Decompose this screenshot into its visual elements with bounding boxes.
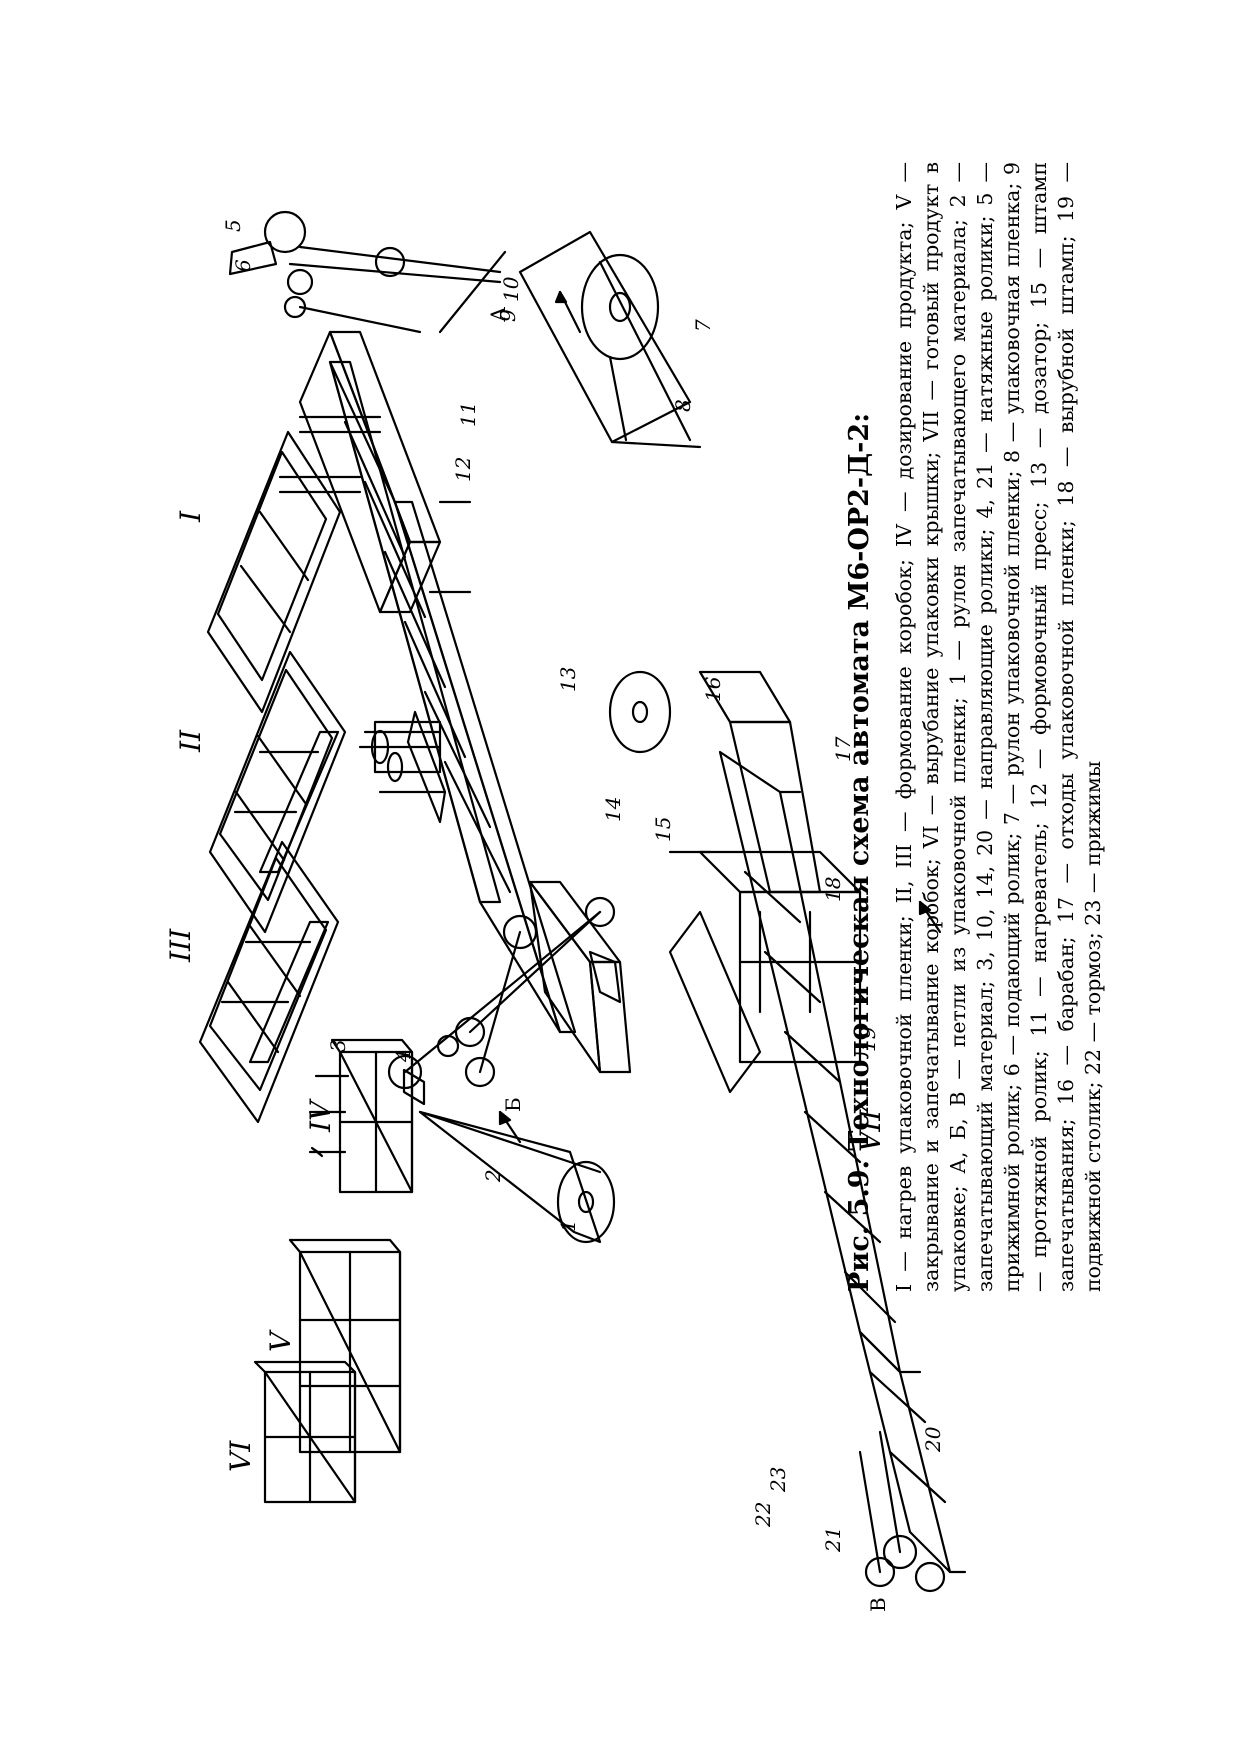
sealing-material-1-2 [402, 1068, 616, 1244]
stage-iv-dosing [308, 1038, 414, 1194]
label-21: 21 [821, 1527, 845, 1553]
label-10: 10 [499, 276, 523, 302]
stage-ii-box-forming [208, 650, 347, 934]
label-16: 16 [701, 676, 725, 702]
drum-16 [608, 670, 672, 754]
mobile-table-19 [668, 910, 762, 1094]
caption-legend: I — нагрев упаковочной пленки; II, III —… [892, 162, 1105, 1292]
caption-title: Рис. 5.9. Технологическая схема автомата… [844, 412, 875, 1292]
label-2: 2 [481, 1169, 505, 1183]
label-4: 4 [391, 1049, 415, 1063]
label-v: В [866, 1597, 890, 1612]
waste-conveyor-17 [698, 670, 822, 894]
stage-label-iii: III [164, 928, 197, 963]
label-6: 6 [231, 259, 255, 272]
label-9: 9 [496, 309, 520, 322]
label-12: 12 [451, 457, 475, 482]
stage-iii-box-forming [198, 840, 340, 1124]
stage-label-ii: II [174, 729, 207, 753]
stage-label-i: I [174, 510, 207, 523]
label-5: 5 [221, 219, 245, 232]
packaging-film-8 [438, 230, 692, 444]
label-a: А [486, 307, 510, 322]
label-20: 20 [921, 1426, 945, 1453]
stage-i-film-heating [206, 430, 342, 714]
label-15: 15 [651, 817, 675, 842]
label-17: 17 [831, 736, 855, 762]
label-7: 7 [691, 319, 715, 332]
label-1: 1 [556, 1219, 580, 1232]
stage-label-vi: VI [224, 1440, 257, 1472]
brake-and-end-rollers [858, 1430, 946, 1593]
label-18: 18 [821, 877, 845, 902]
figure-caption: Рис. 5.9. Технологическая схема автомата… [843, 162, 1107, 1292]
stage-vi-lid-cutting [253, 1360, 357, 1504]
label-11: 11 [456, 402, 480, 427]
feed-rollers-top [228, 210, 502, 334]
lower-conveyor [718, 750, 967, 1574]
heater-press-11-12 [278, 330, 442, 614]
letter-labels: А Б В [486, 307, 890, 1612]
label-3: 3 [326, 1039, 350, 1052]
label-22: 22 [751, 1502, 775, 1528]
stage-label-vii: VII [854, 1109, 887, 1152]
number-labels: 1 2 3 4 5 6 7 8 9 10 11 12 13 14 15 16 1… [221, 219, 945, 1553]
arrows [428, 290, 942, 1144]
doser-13 [358, 710, 447, 824]
label-13: 13 [556, 667, 580, 692]
label-23: 23 [766, 1467, 790, 1493]
stage-label-v: V [264, 1329, 297, 1352]
label-19: 19 [856, 1026, 880, 1052]
sealing-rollers-3-4 [387, 896, 616, 1090]
stage-labels: I II III IV V VI VII [164, 510, 887, 1472]
label-8: 8 [671, 399, 695, 412]
label-14: 14 [601, 797, 625, 822]
stage-v-sealing [288, 1238, 402, 1454]
stage-label-iv: IV [304, 1098, 337, 1133]
label-b: Б [501, 1097, 525, 1112]
